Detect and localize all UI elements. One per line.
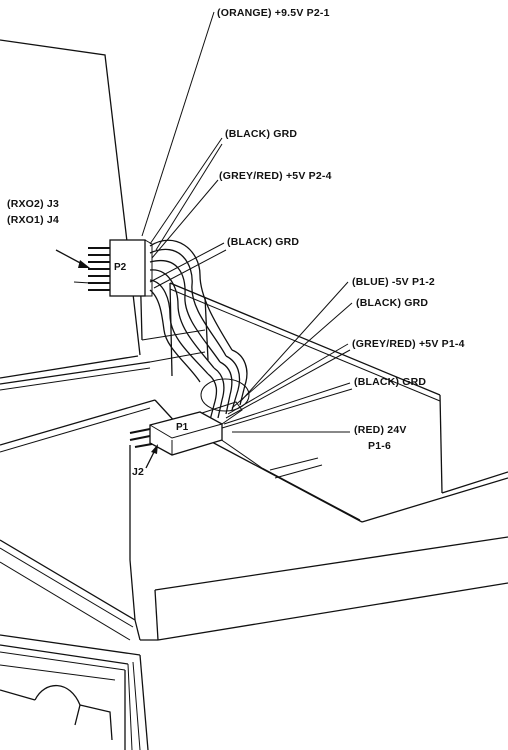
callout-red-24v: (RED) 24V — [354, 424, 407, 436]
callout-black-grd-3: (BLACK) GRD — [356, 297, 429, 309]
callout-j2: J2 — [132, 466, 145, 478]
bottom-moulding — [0, 634, 149, 750]
callout-p1-6: P1-6 — [368, 440, 391, 452]
p1-connector — [129, 401, 243, 469]
front-lip — [0, 445, 508, 641]
callout-orange-9v5: (ORANGE) +9.5V P2-1 — [217, 7, 330, 19]
callout-rx01-j4: (RXO1) J4 — [7, 214, 59, 226]
callout-rx02-j3: (RXO2) J3 — [7, 198, 59, 210]
callout-blue-minus5: (BLUE) -5V P1-2 — [352, 276, 435, 288]
callout-grey-red-p1-4: (GREY/RED) +5V P1-4 — [352, 338, 465, 350]
connector-label-p1: P1 — [176, 422, 189, 433]
rx-pointer-arrow — [55, 249, 90, 268]
callout-grey-red-p2-4: (GREY/RED) +5V P2-4 — [219, 170, 332, 182]
connector-label-p2: P2 — [114, 262, 127, 273]
callout-black-grd-1: (BLACK) GRD — [225, 128, 298, 140]
callout-black-grd-4: (BLACK) GRD — [354, 376, 427, 388]
leader-lines-p2 — [141, 11, 227, 289]
wire-harness — [149, 239, 250, 421]
callout-black-grd-2: (BLACK) GRD — [227, 236, 300, 248]
left-shelf — [0, 329, 206, 391]
divider-wall — [169, 282, 443, 494]
leader-lines-p1 — [221, 281, 353, 433]
